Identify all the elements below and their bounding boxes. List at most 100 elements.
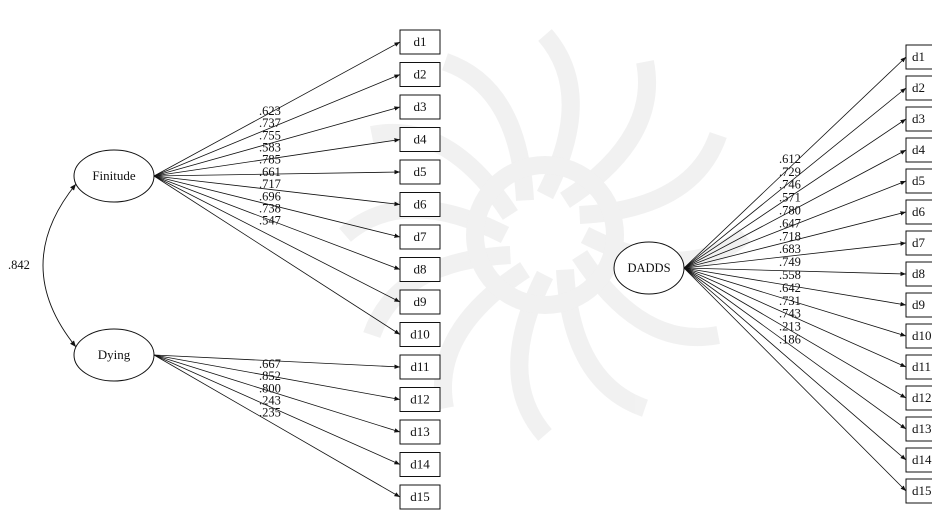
indicator-box-right-d15 — [905, 478, 932, 504]
indicator-box-left-d8 — [399, 257, 441, 282]
indicator-label-left-d2: d2 — [414, 66, 427, 81]
indicator-label-left-d6: d6 — [414, 196, 428, 211]
loading-value-left-d4: .583 — [259, 140, 281, 154]
loading-value-left-d10: .547 — [259, 214, 281, 228]
indicator-label-right-d15: d15 — [912, 483, 932, 498]
indicator-box-left-d11 — [399, 354, 441, 380]
loading-path-left-d6 — [153, 175, 401, 207]
indicator-label-right-d1: d1 — [912, 49, 925, 64]
indicator-box-left-d15 — [399, 484, 441, 510]
indicator-label-right-d4: d4 — [912, 142, 926, 157]
indicator-box-left-d6 — [399, 192, 441, 217]
loading-path-left-d3 — [153, 106, 401, 177]
loading-path-left-d5 — [153, 169, 401, 177]
indicator-label-left-d12: d12 — [410, 391, 430, 406]
loading-value-left-d7: .717 — [259, 177, 281, 191]
indicator-box-right-d4 — [905, 137, 932, 163]
indicator-label-left-d3: d3 — [414, 99, 427, 114]
loading-path-left-d9 — [153, 175, 401, 303]
loading-value-left-d6: .661 — [259, 165, 281, 179]
loading-value-left-d9: .738 — [259, 201, 281, 215]
loading-path-left-d4 — [153, 138, 401, 177]
indicator-box-right-d2 — [905, 75, 932, 101]
correlation-value: .842 — [8, 258, 30, 272]
loading-path-right-d10 — [683, 267, 907, 337]
indicator-label-right-d5: d5 — [912, 173, 925, 188]
indicator-label-right-d8: d8 — [912, 266, 925, 281]
indicator-box-right-d1 — [905, 44, 932, 70]
indicator-label-right-d13: d13 — [912, 421, 932, 436]
indicator-box-right-d14 — [905, 447, 932, 473]
indicator-box-right-d6 — [905, 199, 932, 225]
loading-value-right-d12: .731 — [779, 294, 801, 308]
factor-label-dadds: DADDS — [627, 261, 670, 275]
loading-value-left-d14: .243 — [259, 393, 281, 407]
loading-path-right-d15 — [683, 267, 907, 492]
indicator-label-left-d5: d5 — [414, 164, 427, 179]
loading-path-right-d11 — [683, 267, 907, 368]
loading-path-right-d12 — [683, 267, 907, 399]
loading-path-left-d14 — [153, 354, 401, 465]
loading-path-right-d13 — [683, 267, 907, 430]
loading-path-right-d9 — [683, 267, 907, 307]
indicator-box-left-d14 — [399, 452, 441, 477]
loading-value-right-d8: .683 — [779, 242, 801, 256]
indicator-label-left-d9: d9 — [414, 294, 427, 309]
loading-path-right-d14 — [683, 267, 907, 461]
loading-path-right-d2 — [683, 87, 907, 269]
loading-value-left-d8: .696 — [259, 189, 281, 203]
indicator-box-right-d5 — [905, 168, 932, 194]
loading-path-right-d6 — [683, 211, 907, 269]
indicator-label-right-d9: d9 — [912, 297, 925, 312]
indicator-label-left-d11: d11 — [410, 359, 429, 374]
indicator-box-right-d8 — [905, 261, 932, 287]
loading-path-right-d8 — [683, 267, 907, 277]
loading-value-left-d1: .623 — [259, 104, 281, 118]
loading-path-left-d13 — [153, 354, 401, 433]
loading-path-left-d15 — [153, 354, 401, 498]
loading-value-left-d5: .785 — [259, 153, 281, 167]
indicator-box-right-d7 — [905, 230, 932, 256]
factor-label-dying: Dying — [98, 347, 131, 362]
indicator-box-right-d3 — [905, 106, 932, 132]
loading-path-left-d12 — [153, 354, 401, 401]
indicator-label-left-d4: d4 — [414, 131, 428, 146]
correlation-arc — [42, 183, 77, 348]
loading-path-right-d4 — [683, 149, 907, 269]
loading-path-left-d11 — [153, 354, 401, 369]
loading-value-right-d4: .571 — [779, 191, 801, 205]
indicator-label-left-d15: d15 — [410, 489, 430, 504]
loading-value-left-d2: .737 — [259, 116, 281, 130]
latent-factor-finitude — [73, 149, 155, 203]
loading-value-right-d3: .746 — [779, 178, 801, 192]
loading-path-left-d7 — [153, 175, 401, 238]
indicator-label-right-d12: d12 — [912, 390, 932, 405]
indicator-box-right-d12 — [905, 385, 932, 411]
loading-path-left-d1 — [153, 41, 401, 177]
indicator-label-left-d13: d13 — [410, 424, 430, 439]
loading-value-right-d13: .743 — [779, 307, 801, 321]
correlation-label-bg — [4, 258, 42, 274]
loading-value-left-d15: .235 — [259, 406, 281, 420]
loading-value-left-d3: .755 — [259, 128, 281, 142]
indicator-label-left-d10: d10 — [410, 326, 430, 341]
loading-path-left-d2 — [153, 74, 401, 177]
indicator-box-left-d5 — [399, 159, 441, 185]
loading-path-right-d7 — [683, 241, 907, 269]
loading-path-left-d10 — [153, 175, 401, 335]
loading-value-right-d9: .749 — [779, 255, 801, 269]
indicator-box-left-d4 — [399, 127, 441, 152]
loading-path-left-d8 — [153, 175, 401, 270]
indicator-box-right-d9 — [905, 292, 932, 318]
indicator-label-right-d14: d14 — [912, 452, 932, 467]
loading-value-right-d7: .718 — [779, 229, 801, 243]
indicator-box-left-d1 — [399, 29, 441, 55]
factor-label-finitude: Finitude — [92, 168, 136, 183]
indicator-label-right-d2: d2 — [912, 80, 925, 95]
loading-value-right-d10: .558 — [779, 268, 801, 282]
indicator-box-right-d13 — [905, 416, 932, 442]
indicator-label-right-d7: d7 — [912, 235, 926, 250]
indicator-box-left-d13 — [399, 419, 441, 445]
latent-factor-dying — [73, 328, 155, 382]
indicator-box-left-d2 — [399, 62, 441, 87]
